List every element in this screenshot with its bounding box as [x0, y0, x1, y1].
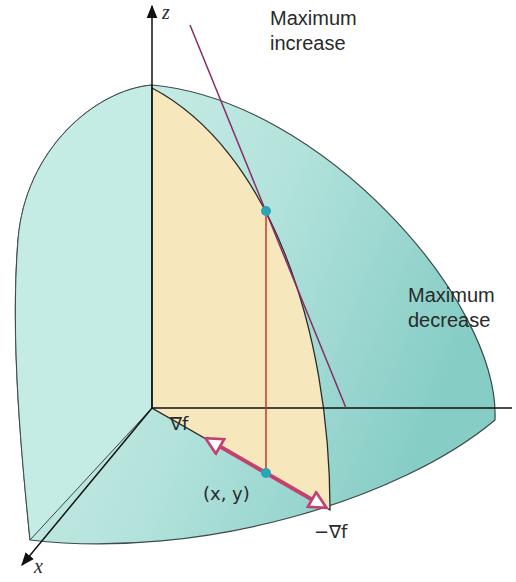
- neg-gradient-arrow: [266, 473, 325, 507]
- domain-point: [261, 468, 271, 478]
- gradient-arrow: [207, 439, 266, 473]
- axis-label: x: [34, 554, 43, 579]
- drop-line: [265, 211, 267, 473]
- vector-label: −∇f: [314, 521, 347, 544]
- xz-wall: [15, 85, 152, 540]
- z-axis: [151, 6, 153, 408]
- surface-point: [261, 206, 271, 216]
- tangent-line: [190, 25, 346, 408]
- point-label: (x, y): [203, 483, 250, 506]
- annotation: Maximum decrease: [408, 283, 508, 333]
- y-axis: [152, 407, 512, 409]
- annotation: Maximum increase: [270, 6, 370, 56]
- vector-label: ∇f: [170, 413, 188, 436]
- x-axis: [22, 408, 152, 565]
- axis-label: z: [162, 0, 170, 25]
